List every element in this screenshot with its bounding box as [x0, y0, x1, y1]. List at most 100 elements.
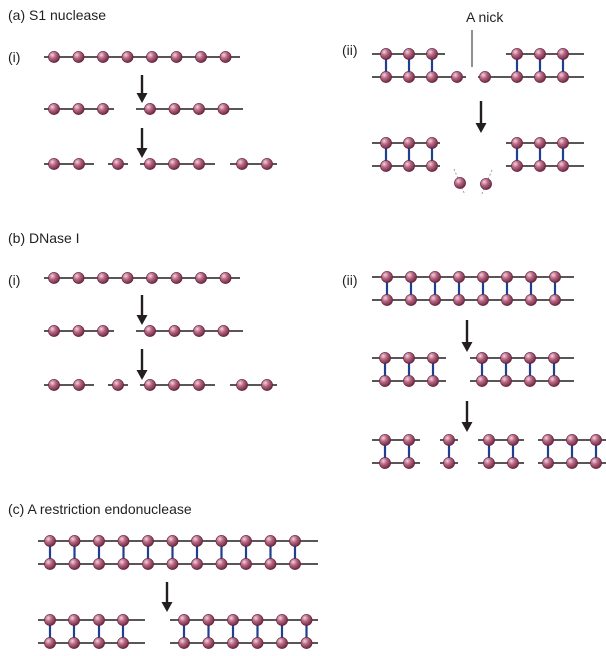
- nucleotide: [557, 137, 569, 149]
- nucleotide: [68, 614, 80, 626]
- nucleotide: [501, 294, 513, 306]
- nucleotide: [403, 375, 415, 387]
- nucleotide: [168, 103, 181, 115]
- nucleotide: [144, 325, 156, 337]
- nucleotide: [405, 271, 417, 283]
- nucleotide: [68, 535, 81, 547]
- nucleotide: [501, 271, 513, 283]
- nucleotide: [451, 71, 463, 83]
- nucleotide: [500, 375, 512, 387]
- nucleotide: [48, 379, 60, 391]
- nucleotide: [68, 637, 80, 649]
- nucleotide: [117, 558, 130, 570]
- nucleotide: [166, 535, 179, 547]
- nucleotide: [525, 294, 537, 306]
- nucleotide: [483, 434, 495, 446]
- nucleotide: [178, 614, 190, 626]
- nucleotide: [112, 379, 124, 391]
- nucleotide: [476, 352, 488, 364]
- nucleotide: [193, 103, 205, 115]
- nucleotide: [93, 558, 105, 570]
- nucleotide: [193, 158, 205, 170]
- nucleotide: [236, 158, 248, 170]
- nucleotide: [511, 137, 523, 149]
- nucleotide: [548, 352, 560, 364]
- nucleotide: [542, 457, 554, 469]
- nucleotide: [379, 352, 391, 364]
- nucleotide: [405, 294, 417, 306]
- nucleotide: [443, 457, 455, 469]
- nucleotide: [380, 160, 392, 172]
- nucleotide: [403, 160, 415, 172]
- nucleotide: [590, 434, 602, 446]
- nucleotide: [97, 103, 109, 115]
- nucleotide: [236, 379, 248, 391]
- section-c-title: (c) A restriction endonuclease: [8, 501, 192, 517]
- nucleotide: [217, 103, 230, 115]
- reaction-arrowhead: [461, 422, 473, 432]
- nucleotide: [48, 272, 60, 284]
- nucleotide: [524, 375, 536, 387]
- nucleotide: [72, 325, 85, 337]
- nucleotide: [142, 535, 154, 547]
- nucleotide: [453, 294, 465, 306]
- nucleotide: [403, 457, 415, 469]
- nucleotide: [48, 103, 60, 115]
- nucleotide: [193, 379, 205, 391]
- nucleotide: [195, 272, 207, 284]
- nucleotide: [142, 558, 154, 570]
- nucleotide: [144, 103, 156, 115]
- nucleotide: [97, 325, 109, 337]
- nucleotide: [381, 271, 393, 283]
- nucleotide: [524, 352, 536, 364]
- nucleotide: [500, 352, 512, 364]
- reaction-arrowhead: [161, 602, 173, 612]
- nucleotide: [97, 51, 109, 63]
- nucleotide: [443, 434, 455, 446]
- nucleotide: [479, 71, 491, 83]
- nucleotide: [549, 294, 561, 306]
- reaction-arrowhead: [475, 123, 487, 133]
- nucleotide: [121, 51, 134, 63]
- nucleotide: [73, 158, 85, 170]
- nucleotide: [191, 558, 203, 570]
- nucleotide: [534, 137, 546, 149]
- nucleotide: [380, 71, 392, 83]
- nucleotide: [93, 535, 105, 547]
- nucleotide: [453, 271, 465, 283]
- released-nucleotide-trail: [480, 169, 493, 197]
- nucleotide: [300, 637, 313, 649]
- reaction-arrowhead: [136, 315, 148, 325]
- nucleotide: [480, 178, 492, 190]
- nucleotide: [427, 375, 439, 387]
- nucleotide: [379, 434, 391, 446]
- nucleotide: [507, 457, 519, 469]
- section-a-title: (a) S1 nuclease: [8, 7, 106, 23]
- nucleotide: [380, 137, 392, 149]
- nucleotide: [261, 379, 273, 391]
- nucleotide: [178, 637, 190, 649]
- nucleotide: [379, 457, 391, 469]
- nucleotide: [426, 71, 438, 83]
- nucleotide: [380, 48, 392, 60]
- nucleotide: [534, 48, 546, 60]
- nucleotide: [525, 271, 537, 283]
- nucleotide: [202, 637, 215, 649]
- nucleotide: [534, 160, 546, 172]
- nucleotide: [251, 614, 264, 626]
- nucleotide: [68, 558, 81, 570]
- nucleotide: [264, 558, 277, 570]
- nucleotide: [476, 375, 488, 387]
- nucleotide: [426, 137, 438, 149]
- nucleotide: [191, 535, 203, 547]
- nucleotide: [170, 51, 183, 63]
- nucleotide: [566, 457, 578, 469]
- nucleotide: [144, 379, 156, 391]
- molecule-drawings: [38, 48, 606, 649]
- nucleotide: [48, 51, 60, 63]
- nucleotide: [264, 535, 277, 547]
- nucleotide: [72, 51, 85, 63]
- nucleotide: [112, 158, 124, 170]
- nucleotide: [289, 558, 301, 570]
- nucleotide: [429, 294, 441, 306]
